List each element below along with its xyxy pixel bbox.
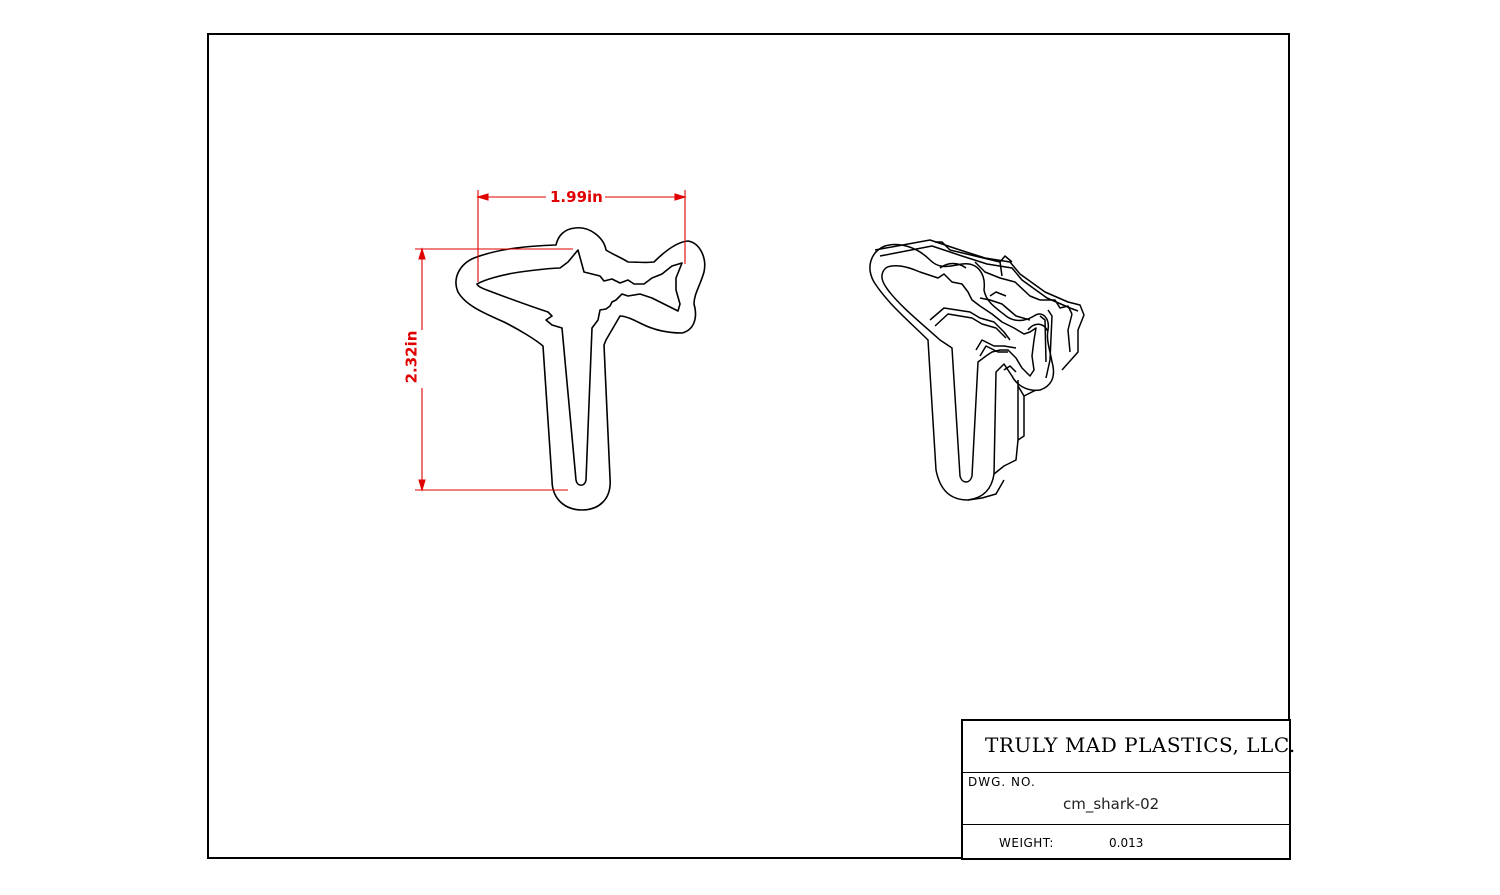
height-dimension-label: 2.32in bbox=[402, 328, 421, 386]
drawing-number-label: DWG. NO. bbox=[968, 775, 1036, 789]
width-dimension-label: 1.99in bbox=[548, 188, 605, 206]
title-block-company-row: TRULY MAD PLASTICS, LLC. bbox=[963, 721, 1295, 773]
shark-cutter-front-view bbox=[455, 227, 706, 511]
company-name: TRULY MAD PLASTICS, LLC. bbox=[985, 733, 1296, 757]
weight-value: 0.013 bbox=[1109, 836, 1144, 850]
title-block-drawing-number-row: DWG. NO. cm_shark-02 bbox=[963, 773, 1289, 825]
dimension-lines bbox=[415, 190, 687, 492]
drawing-sheet-border bbox=[207, 33, 1290, 859]
weight-label: WEIGHT: bbox=[999, 836, 1054, 850]
shark-cutter-isometric-view bbox=[869, 239, 1085, 501]
title-block: TRULY MAD PLASTICS, LLC. DWG. NO. cm_sha… bbox=[961, 719, 1295, 860]
title-block-weight-row: WEIGHT: 0.013 bbox=[963, 825, 1289, 860]
drawing-number-value: cm_shark-02 bbox=[1063, 795, 1160, 813]
